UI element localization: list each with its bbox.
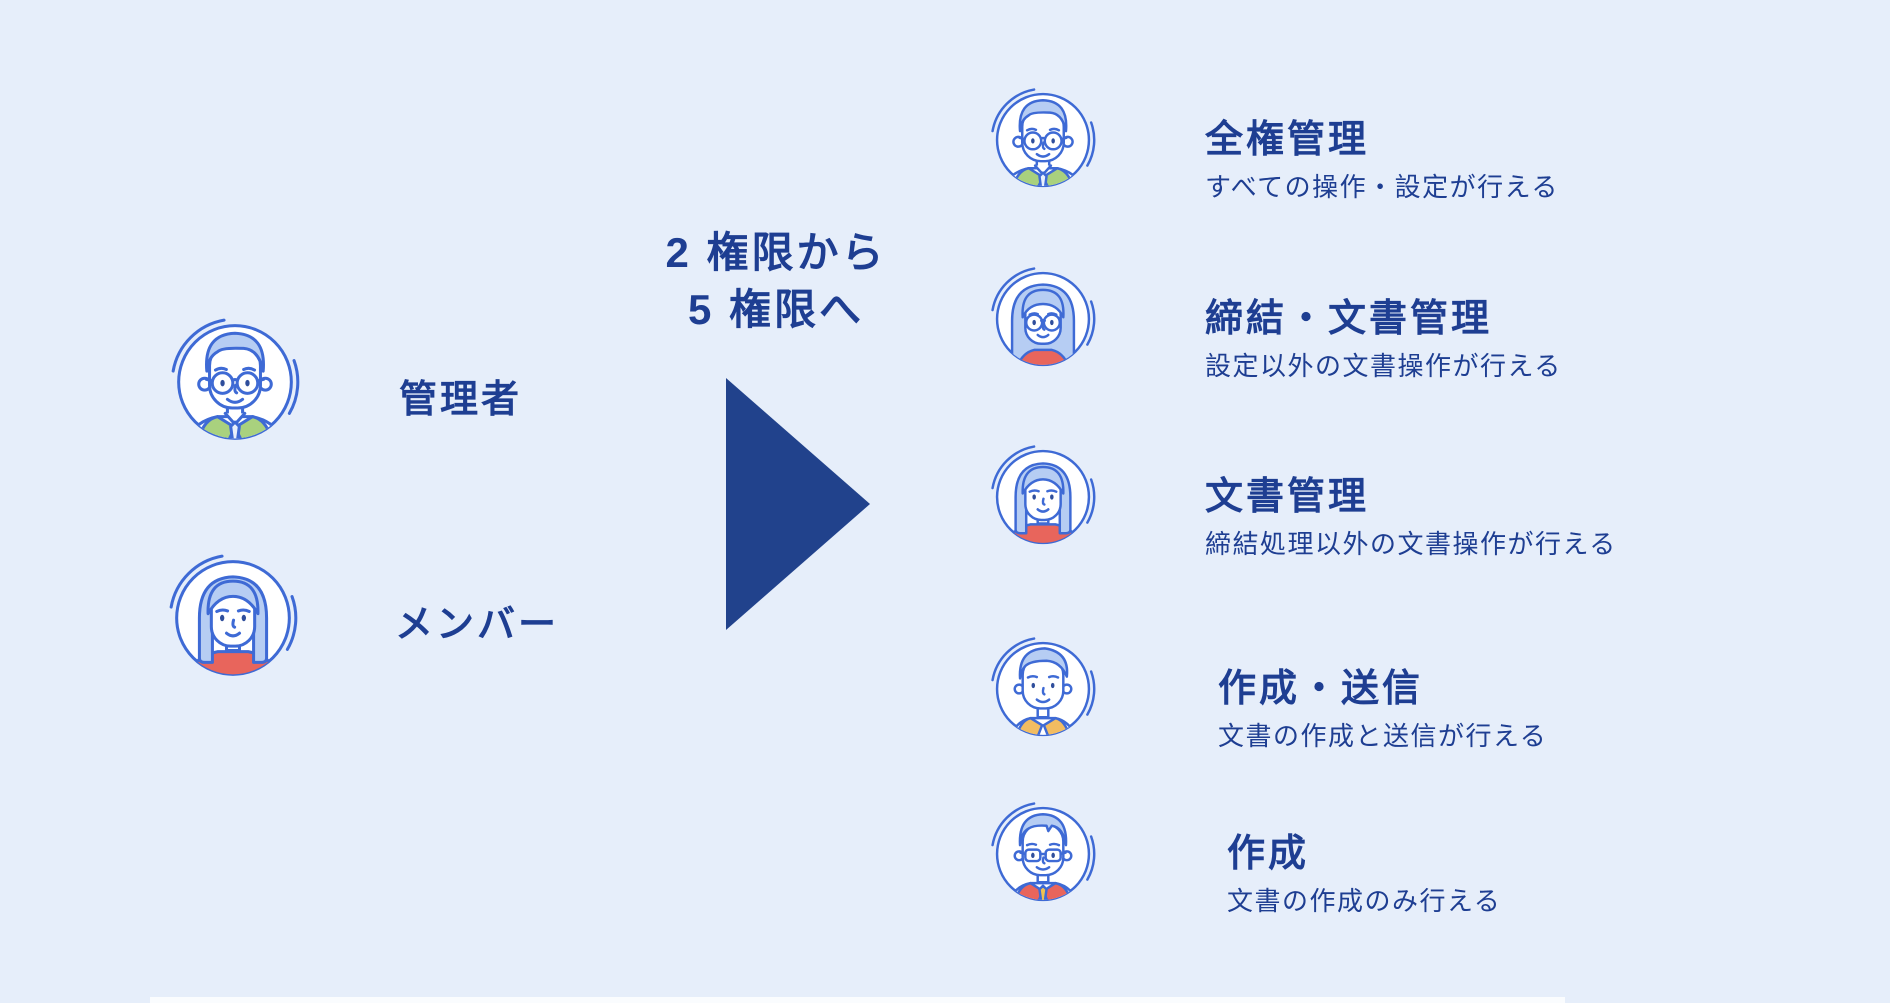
- man-glasses-green-vest-avatar: [990, 87, 1096, 193]
- permission-description: 締結処理以外の文書操作が行える: [1205, 529, 1617, 559]
- right-triangle-arrow-icon: [726, 378, 870, 630]
- role-member-label: メンバー: [395, 604, 560, 646]
- permission-description: 文書の作成のみ行える: [1227, 886, 1502, 916]
- transition-caption-line2: 5 権限へ: [687, 286, 865, 333]
- woman-long-hair-glasses-avatar: [990, 266, 1096, 372]
- man-glasses-red-jacket-avatar: [990, 801, 1096, 907]
- transition-caption: 2 権限から 5 権限へ: [576, 224, 976, 338]
- permission-description: すべての操作・設定が行える: [1205, 172, 1559, 202]
- young-man-orange-jacket-avatar: [990, 636, 1096, 742]
- permission-item-full-admin: 全権管理 すべての操作・設定が行える: [990, 87, 1750, 202]
- woman-bob-red-top-avatar: [168, 553, 298, 683]
- permission-item-create: 作成 文書の作成のみ行える: [990, 801, 1750, 916]
- bottom-page-edge: [150, 997, 1565, 1003]
- permission-item-doc-admin: 文書管理 締結処理以外の文書操作が行える: [990, 444, 1750, 559]
- woman-bob-red-top-avatar: [990, 444, 1096, 550]
- permission-title: 作成・送信: [1218, 668, 1424, 710]
- permission-description: 設定以外の文書操作が行える: [1205, 351, 1562, 381]
- man-glasses-green-vest-avatar: [170, 317, 300, 447]
- permission-description: 文書の作成と送信が行える: [1218, 721, 1548, 751]
- permission-item-create-send: 作成・送信 文書の作成と送信が行える: [990, 636, 1750, 751]
- role-admin-label: 管理者: [399, 379, 523, 421]
- permission-title: 作成: [1227, 833, 1310, 875]
- permission-title: 締結・文書管理: [1205, 298, 1493, 340]
- permission-title: 文書管理: [1205, 476, 1370, 518]
- permission-item-conclude-doc-admin: 締結・文書管理 設定以外の文書操作が行える: [990, 266, 1750, 381]
- transition-caption-line1: 2 権限から: [665, 229, 887, 276]
- permission-title: 全権管理: [1205, 119, 1370, 161]
